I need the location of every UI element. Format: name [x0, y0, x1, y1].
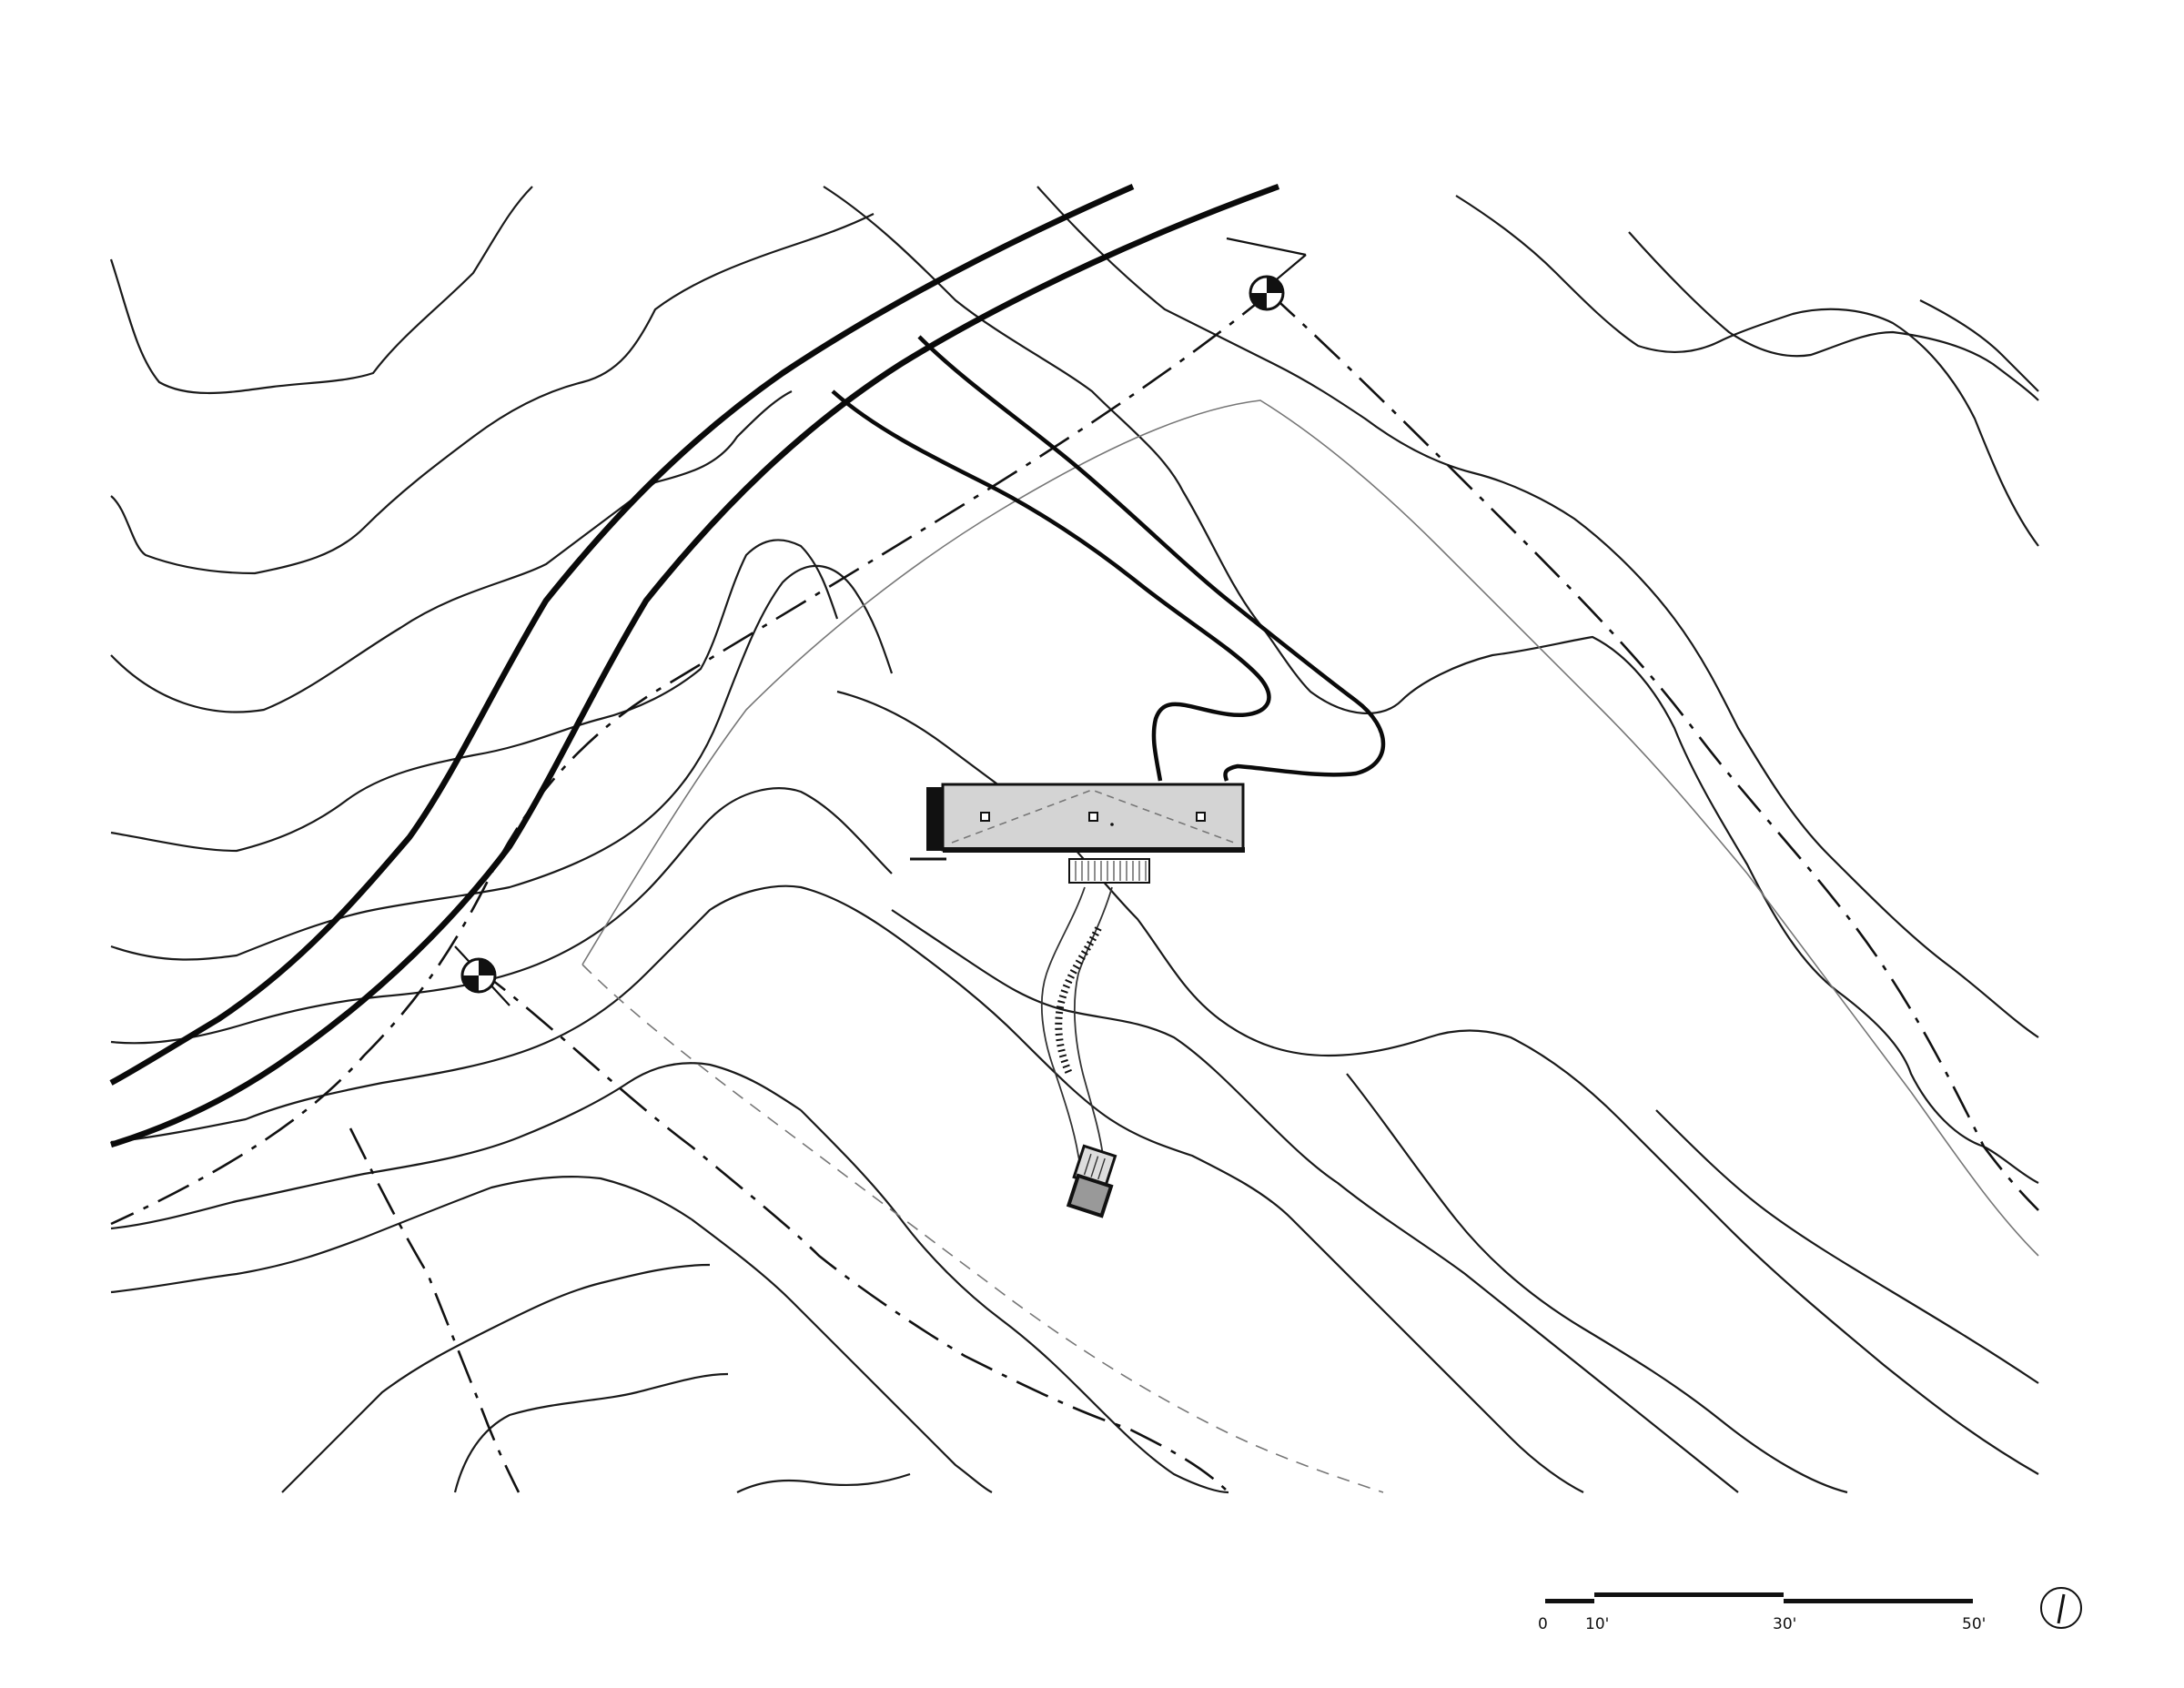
- deck-boards: [1075, 861, 1147, 881]
- driveway-edge: [917, 335, 1386, 782]
- scale-label-10: 10': [1585, 1615, 1609, 1633]
- contour-line: [453, 1372, 729, 1493]
- contour-line: [1455, 195, 2039, 547]
- outbuilding-deck: [1066, 1173, 1114, 1218]
- contour-line: [110, 1175, 693, 1294]
- contour-line: [1655, 1109, 2039, 1384]
- contour-line: [1628, 231, 2039, 401]
- contour-line: [1919, 299, 2039, 392]
- scale-label-0: 0: [1538, 1615, 1548, 1633]
- property-line: [1269, 292, 2039, 1211]
- scale-bar: 0 10' 30' 50': [1538, 1592, 1986, 1633]
- property-line: [349, 1127, 521, 1493]
- skylight: [980, 812, 990, 822]
- benchmark-west: [454, 945, 511, 1006]
- contour-line: [909, 945, 1584, 1493]
- contour-line: [110, 213, 875, 575]
- scale-label-50: 50': [1962, 1615, 1986, 1633]
- roof-drain: [1110, 823, 1114, 826]
- skylight: [1196, 812, 1206, 822]
- benchmark-north: [1226, 237, 1307, 311]
- driveway: [831, 335, 1386, 782]
- contour-line: [110, 390, 793, 713]
- contour-line: [800, 1109, 1229, 1494]
- main-house: [910, 783, 1245, 884]
- scale-segment: [1545, 1599, 1594, 1603]
- contour-line: [823, 186, 2039, 1184]
- contour-line: [110, 787, 893, 1045]
- access-road: [109, 183, 1280, 1148]
- contour-line: [736, 1472, 911, 1493]
- footpath-edge: [1040, 886, 1086, 1193]
- setback-path: [581, 399, 2039, 1257]
- contour-line: [1036, 186, 2039, 1038]
- road-edge: [109, 184, 1135, 1086]
- contour-line: [1346, 1073, 1848, 1494]
- scale-label-30: 30': [1773, 1615, 1796, 1633]
- property-line: [477, 967, 1229, 1493]
- road-edge: [110, 183, 1280, 1148]
- contour-lines: [109, 186, 2039, 1494]
- skylight: [1088, 812, 1098, 822]
- footpath-steps: [1055, 926, 1102, 1076]
- contour-line: [109, 186, 533, 395]
- scale-segment: [1594, 1592, 1784, 1597]
- footpath: [1040, 886, 1113, 1193]
- property-boundary: [110, 291, 2039, 1493]
- contour-line: [110, 564, 894, 961]
- scale-segment: [1784, 1599, 1973, 1603]
- contour-line: [110, 1062, 802, 1230]
- house-base-line: [943, 847, 1245, 853]
- north-arrow-icon: [2040, 1587, 2082, 1629]
- deck: [1068, 858, 1150, 884]
- contour-line: [110, 884, 911, 1144]
- outbuilding: [1066, 1144, 1117, 1218]
- contour-line: [891, 909, 1739, 1493]
- property-line: [110, 291, 1270, 1226]
- outbuilding-detail: [1083, 1153, 1106, 1180]
- survey-benchmark-icon: [460, 957, 497, 994]
- setback-line: [581, 399, 2039, 1493]
- contour-line: [691, 1218, 993, 1493]
- benchmark-crosshair: [1226, 237, 1307, 257]
- house-shadow: [926, 787, 943, 851]
- driveway-edge: [831, 389, 1271, 782]
- contour-line: [281, 1263, 711, 1493]
- survey-benchmark-icon: [1249, 275, 1285, 311]
